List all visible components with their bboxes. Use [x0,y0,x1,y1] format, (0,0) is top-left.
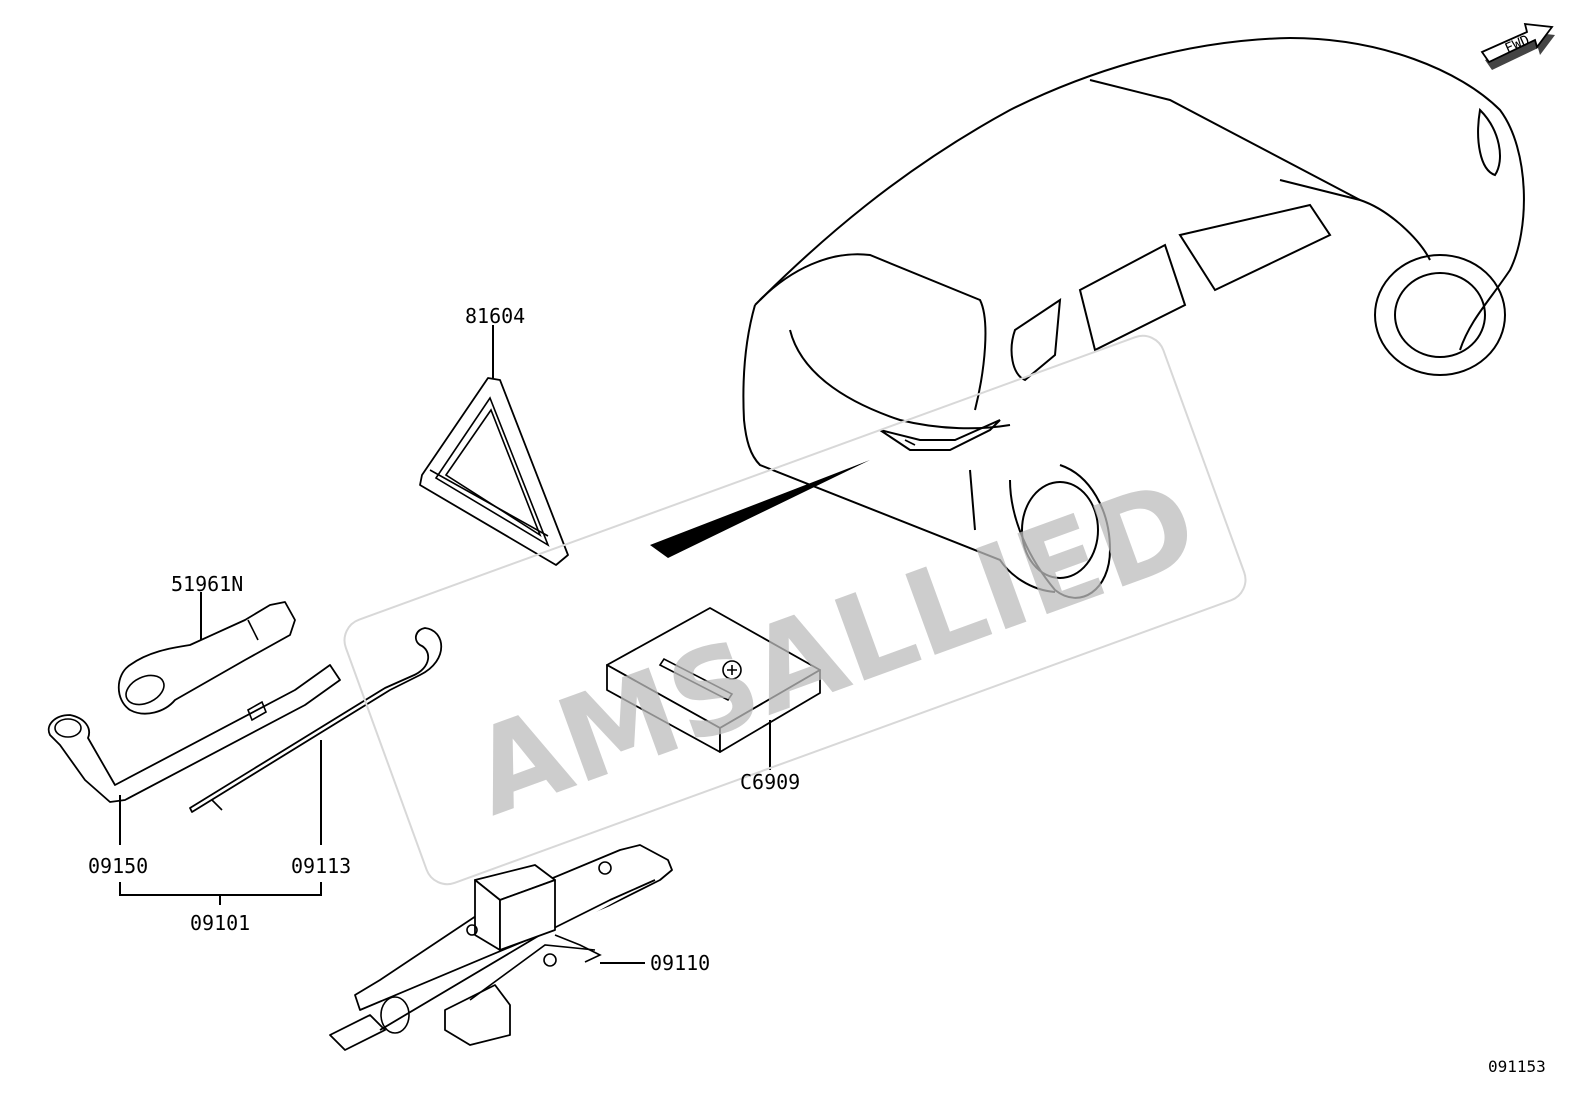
bracket-09101 [119,882,322,896]
label-C6909: C6909 [740,770,800,794]
label-09110: 09110 [650,951,710,975]
first-aid-kit-C6909 [606,607,821,753]
label-09150: 09150 [88,854,148,878]
wrench-51961N [117,601,296,715]
vehicle-outline [742,36,1525,599]
lug-wrench-09150 [47,664,341,803]
label-51961N: 51961N [171,572,243,596]
pointer-wedge [650,460,870,558]
scissor-jack-09110 [329,844,673,1051]
label-09113: 09113 [291,854,351,878]
jack-handle-09113 [189,627,443,813]
figure-id: 091153 [1488,1057,1546,1076]
label-81604: 81604 [465,304,525,328]
fwd-arrow-icon [1480,22,1555,70]
label-09101: 09101 [190,911,250,935]
warning-triangle-81604 [419,377,569,566]
